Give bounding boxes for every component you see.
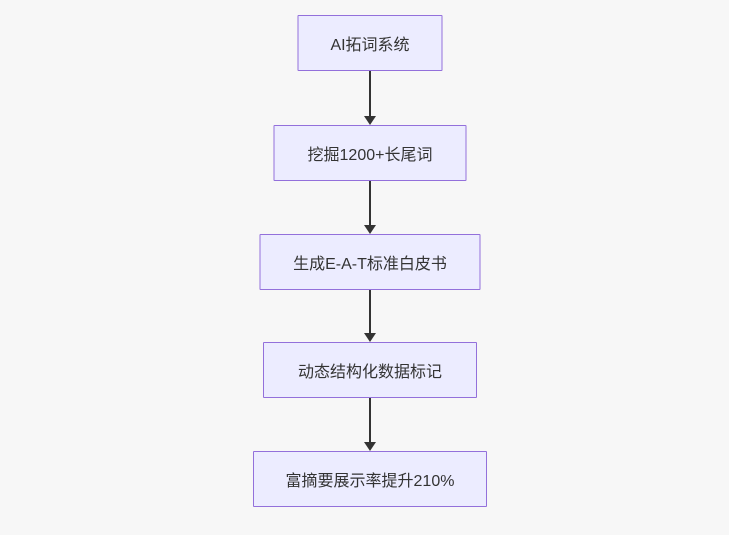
flow-node-longtail-mining: 挖掘1200+长尾词 <box>273 125 467 181</box>
flow-node-eat-whitepaper: 生成E-A-T标准白皮书 <box>259 234 481 290</box>
flow-node-label: 富摘要展示率提升210% <box>285 473 455 490</box>
flow-node-label: AI拓词系统 <box>330 37 410 54</box>
flow-node-label: 挖掘1200+长尾词 <box>307 147 433 164</box>
arrowhead-icon <box>364 225 376 234</box>
arrowhead-icon <box>364 333 376 342</box>
flow-node-rich-snippet-result: 富摘要展示率提升210% <box>253 451 487 507</box>
flow-node-label: 生成E-A-T标准白皮书 <box>293 256 447 273</box>
arrow-down-1 <box>364 71 376 125</box>
flow-node-label: 动态结构化数据标记 <box>297 364 442 381</box>
arrow-shaft <box>369 71 371 119</box>
arrow-shaft <box>369 290 371 336</box>
arrow-shaft <box>369 398 371 445</box>
arrowhead-icon <box>364 442 376 451</box>
arrow-down-2 <box>364 181 376 234</box>
flow-node-ai-word-expansion: AI拓词系统 <box>297 15 443 71</box>
arrow-shaft <box>369 181 371 228</box>
arrowhead-icon <box>364 116 376 125</box>
arrow-down-3 <box>364 290 376 342</box>
arrow-down-4 <box>364 398 376 451</box>
flow-node-structured-data: 动态结构化数据标记 <box>263 342 477 398</box>
